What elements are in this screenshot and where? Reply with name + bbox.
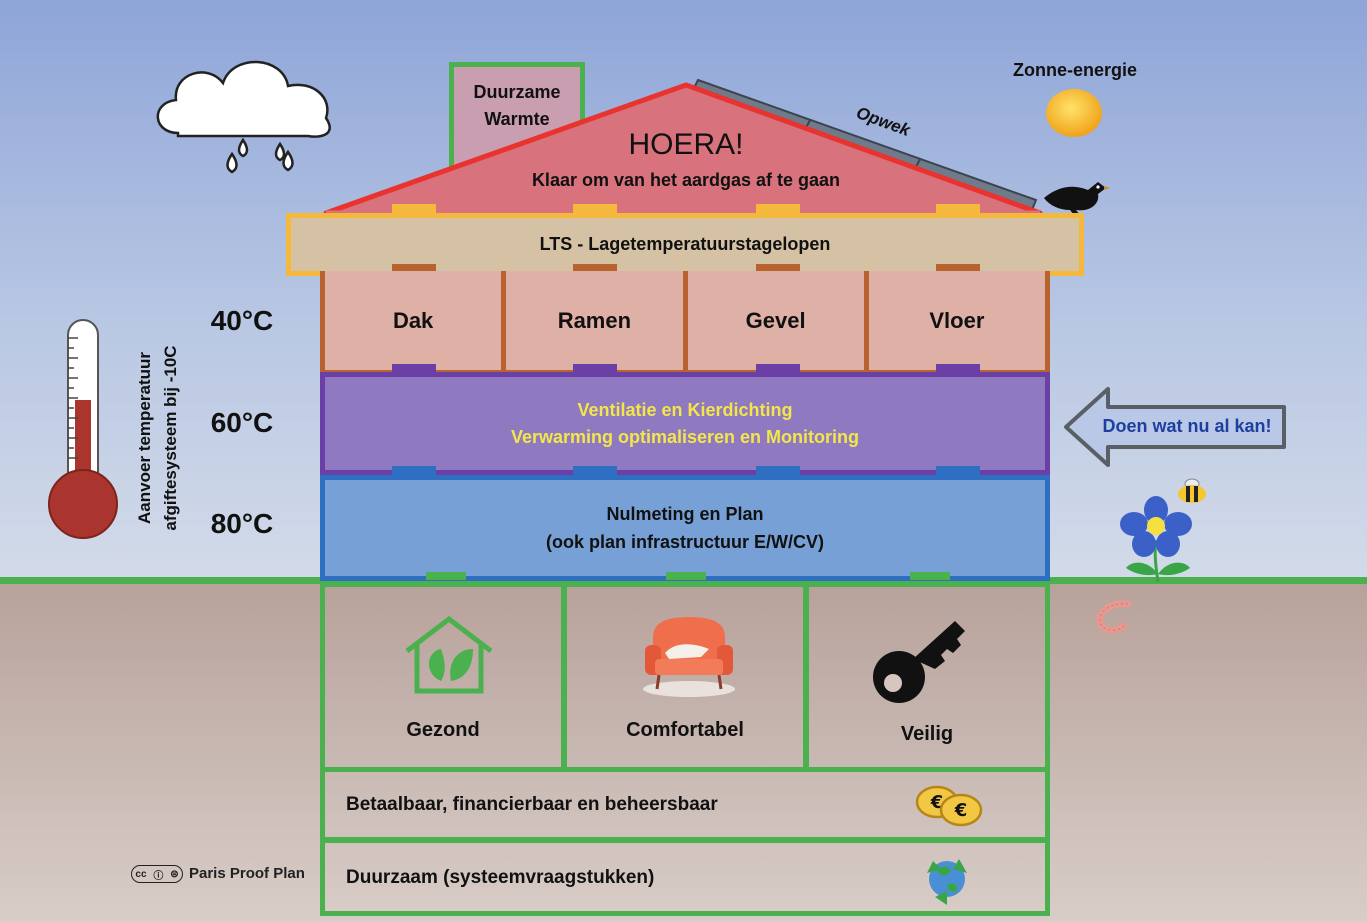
- lts-tab: [392, 264, 436, 274]
- temperature-60: 60°C: [210, 407, 274, 438]
- foundation-comfortabel: Comfortabel: [567, 587, 809, 767]
- svg-text:€: €: [954, 800, 968, 821]
- ventilation-tab: [756, 364, 800, 374]
- temperature-40: 40°C: [210, 305, 274, 336]
- affordable-label: Betaalbaar, financierbaar en beheersbaar: [346, 794, 718, 815]
- ventilation-tab: [573, 364, 617, 374]
- temperature-axis-label: Aanvoer temperatuur afgiftesysteem bij -…: [132, 318, 188, 558]
- lts-tab: [936, 264, 980, 274]
- insulation-dak: Dak: [325, 271, 507, 370]
- roof-subtitle: Klaar om van het aardgas af te gaan: [531, 170, 841, 190]
- ventilation-line2: Verwarming optimaliseren en Monitoring: [510, 426, 860, 447]
- foundation-veilig: Veilig: [809, 587, 1045, 767]
- arrow-label: Doen wat nu al kan!: [1102, 416, 1272, 436]
- flower-icon: [1120, 496, 1192, 583]
- foundation-label: Veilig: [900, 723, 954, 745]
- lts-tab: [756, 264, 800, 274]
- thermometer-icon: [48, 319, 118, 539]
- sustainable-band: Duurzaam (systeemvraagstukken): [320, 838, 1050, 916]
- svg-text:€: €: [930, 792, 944, 813]
- baseline-line2: (ook plan infrastructuur E/W/CV): [545, 532, 824, 552]
- foundation-gezond: Gezond: [325, 587, 567, 767]
- foundation-tab: [910, 572, 950, 580]
- baseline-tab: [756, 466, 800, 476]
- baseline-tab: [573, 466, 617, 476]
- chimney-line2: Warmte: [484, 109, 550, 129]
- ventilation-tab: [936, 364, 980, 374]
- credit-label: Paris Proof Plan: [189, 865, 305, 882]
- bird-icon: [1044, 182, 1110, 220]
- affordable-band: Betaalbaar, financierbaar en beheersbaar…: [320, 768, 1050, 842]
- euro-coins-icon: € €: [915, 785, 983, 827]
- left-arrow-icon: [1064, 387, 1286, 467]
- insulation-ramen: Ramen: [506, 271, 688, 370]
- foundation-row: Gezond Comfortabel Veilig: [320, 582, 1050, 772]
- sun-icon: [1046, 89, 1102, 137]
- worm-icon: [1096, 600, 1132, 634]
- foundation-tab: [426, 572, 466, 580]
- insulation-row: Dak Ramen Gevel Vloer: [320, 271, 1050, 375]
- baseline-line1: Nulmeting en Plan: [606, 504, 764, 524]
- sun-label: Zonne-energie: [1012, 60, 1137, 80]
- armchair-icon: [643, 617, 735, 697]
- rain-cloud-icon: [156, 60, 331, 174]
- chimney-line1: Duurzame: [473, 82, 561, 102]
- recycle-globe-icon: [927, 859, 967, 905]
- ventilation-tab: [392, 364, 436, 374]
- temperature-80: 80°C: [210, 508, 274, 539]
- temperature-axis-line2: afgiftesysteem bij -10C: [161, 345, 180, 531]
- foundation-label: Gezond: [406, 719, 480, 741]
- ventilation-line1: Ventilatie en Kierdichting: [577, 399, 793, 420]
- lts-tab: [573, 264, 617, 274]
- insulation-gevel: Gevel: [688, 271, 869, 370]
- temperature-axis-line1: Aanvoer temperatuur: [135, 352, 154, 524]
- baseline-band: Nulmeting en Plan (ook plan infrastructu…: [320, 475, 1050, 581]
- baseline-tab: [936, 466, 980, 476]
- ventilation-band: Ventilatie en Kierdichting Verwarming op…: [320, 372, 1050, 475]
- lts-label: LTS - Lagetemperatuurstagelopen: [539, 234, 831, 254]
- key-icon: [873, 621, 965, 703]
- foundation-tab: [666, 572, 706, 580]
- insulation-label: Gevel: [745, 307, 806, 333]
- insulation-label: Vloer: [929, 307, 985, 333]
- foundation-label: Comfortabel: [626, 719, 744, 741]
- baseline-tab: [392, 466, 436, 476]
- insulation-vloer: Vloer: [869, 271, 1045, 370]
- healthy-house-icon: [405, 615, 493, 694]
- roof-title: HOERA!: [628, 128, 744, 161]
- insulation-label: Dak: [392, 307, 434, 333]
- bee-icon: [1178, 478, 1206, 503]
- insulation-label: Ramen: [557, 307, 632, 333]
- sustainable-label: Duurzaam (systeemvraagstukken): [346, 867, 655, 888]
